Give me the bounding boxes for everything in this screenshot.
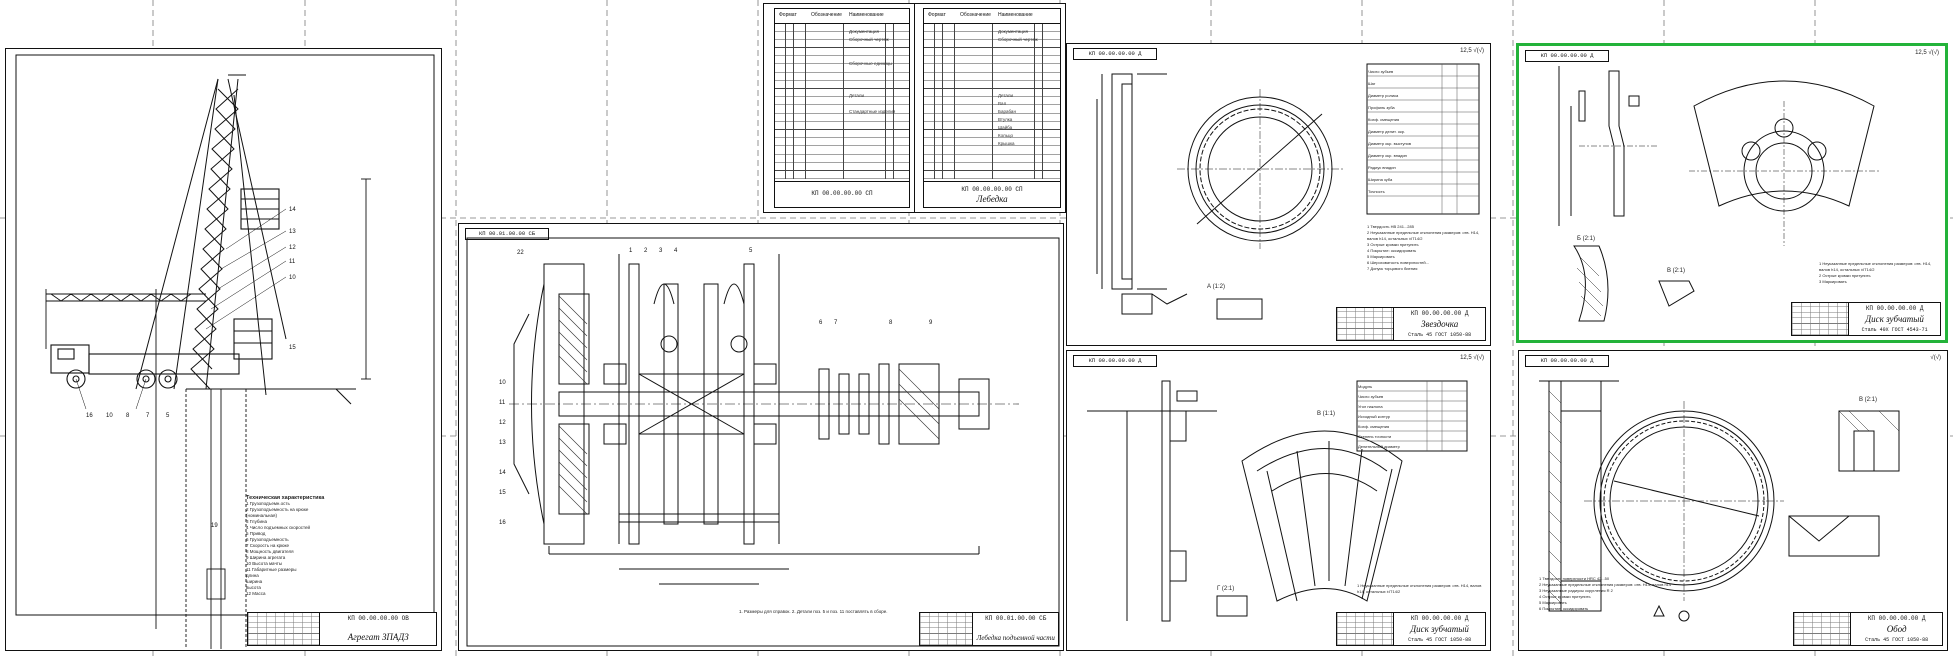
svg-text:10: 10: [499, 380, 506, 386]
svg-text:12: 12: [289, 245, 296, 251]
spec-1-code: КП 00.00.00.00 СП: [811, 190, 873, 197]
disk-drawing: [1558, 66, 1879, 322]
disk2-title-block: КП 00.00.00.00 Д Диск зубчатый Сталь 45 …: [1336, 612, 1486, 646]
svg-text:12: 12: [499, 420, 506, 426]
sprocket-params: Число зубьев Шаг Диаметр ролика Профиль …: [1368, 69, 1411, 194]
winch-drawing-title: Лебедка подъемной части: [976, 634, 1055, 642]
sprocket-sheet-tab: КП 00.00.00.00 Д: [1073, 48, 1157, 60]
sheet-spec-2[interactable]: Формат Обозначение Наименование Документ…: [914, 3, 1066, 213]
spec-1-table: Формат Обозначение Наименование Документ…: [774, 8, 910, 208]
svg-text:16: 16: [86, 413, 93, 419]
rim-notes: 1 Твердость поверхности HRC 42...50 2 Не…: [1539, 576, 1672, 611]
svg-text:13: 13: [499, 440, 506, 446]
disk-sheet-tab: КП 00.00.00.00 Д: [1525, 50, 1609, 62]
disk2-drawing: [1087, 380, 1468, 622]
sheet-winch-assembly[interactable]: КП 00.01.00.00 СБ: [458, 223, 1064, 651]
svg-text:15: 15: [289, 345, 296, 351]
sprocket-drawing-title: Звездочка: [1421, 319, 1459, 329]
disk-notes: 1 Неуказанные предельные отклонения разм…: [1819, 261, 1932, 284]
svg-text:22: 22: [517, 250, 524, 256]
svg-text:9: 9: [929, 320, 933, 326]
rig-title-block: КП 00.00.00.00 ОВ Агрегат ЗПАДЗ: [247, 612, 437, 646]
svg-text:10: 10: [289, 275, 296, 281]
sheet-toothed-disk-2[interactable]: КП 00.00.00.00 Д 12,5 √(√) В (1:1): [1066, 350, 1491, 651]
rim-drawing-title: Обод: [1886, 624, 1907, 634]
svg-text:8: 8: [889, 320, 893, 326]
svg-text:11: 11: [289, 259, 296, 265]
sprocket-title-block: КП 00.00.00.00 Д Звездочка Сталь 45 ГОСТ…: [1336, 307, 1486, 341]
rig-drawing-title: Агрегат ЗПАДЗ: [347, 632, 409, 642]
winch-drawing: 22 1 2 3 4 5 6 7 8 9 10 11 12 13 14 15 1…: [466, 237, 1060, 647]
svg-text:13: 13: [289, 229, 296, 235]
winch-sheet-tab: КП 00.01.00.00 СБ: [465, 228, 549, 240]
svg-text:6: 6: [819, 320, 823, 326]
rim-drawing: [1539, 380, 1900, 622]
rig-tech-notes: Техническая характеристика 1 Грузоподъем…: [246, 495, 396, 597]
svg-text:1: 1: [629, 248, 633, 254]
sheet-spec-1[interactable]: Формат Обозначение Наименование Документ…: [763, 3, 915, 213]
disk-drawing-title: Диск зубчатый: [1865, 314, 1924, 324]
disk-title-block: КП 00.00.00.00 Д Диск зубчатый Сталь 40Х…: [1791, 302, 1941, 336]
sprocket-material: Сталь 45 ГОСТ 1050-88: [1408, 332, 1472, 338]
sheet-rig-general-view[interactable]: 14 13 12 11 10 15 16 10 8 7 5 19 Техниче…: [5, 48, 442, 651]
disk2-sheet-tab: КП 00.00.00.00 Д: [1073, 355, 1157, 367]
svg-text:2: 2: [644, 248, 648, 254]
svg-text:16: 16: [499, 520, 506, 526]
rim-drawing-code: КП 00.00.00.00 Д: [1867, 615, 1926, 622]
disk2-view-c: Г (2:1): [1217, 586, 1235, 592]
svg-text:14: 14: [499, 470, 506, 476]
rig-drawing: 14 13 12 11 10 15 16 10 8 7 5 19: [15, 54, 435, 649]
rim-roughness: √(√): [1930, 355, 1941, 361]
disk-view-c: В (2:1): [1667, 268, 1686, 274]
rim-sheet-tab: КП 00.00.00.00 Д: [1525, 355, 1609, 367]
disk-material: Сталь 40Х ГОСТ 4543-71: [1861, 327, 1928, 333]
svg-text:19: 19: [211, 523, 218, 529]
svg-text:4: 4: [674, 248, 678, 254]
disk2-notes: 1 Неуказанные предельные отклонения разм…: [1357, 583, 1482, 594]
disk2-roughness: 12,5 √(√): [1460, 355, 1484, 361]
disk2-params: Модуль Число зубьев Угол наклона Исходны…: [1358, 384, 1400, 449]
svg-text:7: 7: [834, 320, 838, 326]
winch-drawing-code: КП 00.01.00.00 СБ: [985, 615, 1047, 622]
sheet-sprocket[interactable]: КП 00.00.00.00 Д 12,5 √(√): [1066, 43, 1491, 346]
sprocket-drawing: [1096, 63, 1480, 320]
disk2-drawing-title: Диск зубчатый: [1410, 624, 1469, 634]
rig-notes-title: Техническая характеристика: [246, 495, 325, 501]
sprocket-drawing-code: КП 00.00.00.00 Д: [1410, 310, 1469, 317]
sprocket-notes: 1 Твердость HB 241...285 2 Неуказанные п…: [1367, 224, 1480, 271]
rim-title-block: КП 00.00.00.00 Д Обод Сталь 45 ГОСТ 1050…: [1793, 612, 1943, 646]
spec-2-title: Лебедка: [976, 194, 1008, 204]
spec-2-code: КП 00.00.00.00 СП: [961, 186, 1023, 193]
disk2-drawing-code: КП 00.00.00.00 Д: [1410, 615, 1469, 622]
rig-drawing-code: КП 00.00.00.00 ОВ: [347, 615, 409, 622]
sprocket-roughness: 12,5 √(√): [1460, 48, 1484, 54]
winch-title-block: КП 00.01.00.00 СБ Лебедка подъемной част…: [919, 612, 1059, 646]
winch-note: 1. Размеры для справок. 2. Детали поз. 5…: [739, 609, 888, 614]
spec-2-table: Формат Обозначение Наименование Документ…: [923, 8, 1061, 208]
svg-text:15: 15: [499, 490, 506, 496]
svg-text:11: 11: [499, 400, 506, 406]
svg-text:5: 5: [166, 413, 170, 419]
sprocket-view-label: А (1:2): [1207, 284, 1226, 290]
disk-drawing-code: КП 00.00.00.00 Д: [1865, 305, 1924, 312]
rim-view-label: В (2:1): [1859, 397, 1878, 403]
svg-text:7: 7: [146, 413, 150, 419]
rim-material: Сталь 45 ГОСТ 1050-88: [1865, 637, 1929, 643]
disk-view-b: Б (2:1): [1577, 236, 1595, 242]
disk-roughness: 12,5 √(√): [1915, 50, 1939, 56]
disk2-view-b: В (1:1): [1317, 411, 1336, 417]
svg-text:14: 14: [289, 207, 296, 213]
sheet-toothed-disk-selected[interactable]: КП 00.00.00.00 Д 12,5 √(√) Б (: [1516, 43, 1948, 343]
svg-text:8: 8: [126, 413, 130, 419]
svg-text:10: 10: [106, 413, 113, 419]
disk2-material: Сталь 45 ГОСТ 1050-88: [1408, 637, 1472, 643]
sheet-rim[interactable]: КП 00.00.00.00 Д √(√): [1518, 350, 1948, 651]
svg-text:5: 5: [749, 248, 753, 254]
svg-text:3: 3: [659, 248, 663, 254]
